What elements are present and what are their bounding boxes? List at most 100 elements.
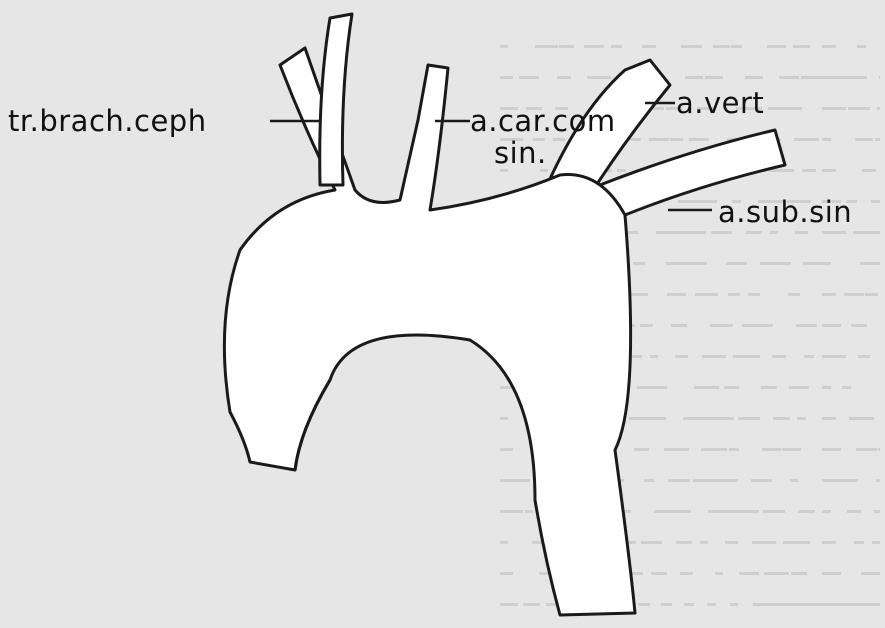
bleed-through-mark [711,231,732,234]
bleed-through-mark [661,603,672,606]
bleed-through-mark [860,262,880,265]
bleed-through-mark [847,510,861,513]
bleed-through-mark [746,231,762,234]
bleed-through-mark [770,231,778,234]
bleed-through-mark [776,603,802,606]
bleed-through-mark [845,603,868,606]
bleed-through-mark [670,138,683,141]
bleed-through-mark [705,76,723,79]
bleed-through-mark [715,572,723,575]
bleed-through-mark [791,572,807,575]
bleed-through-mark [782,262,791,265]
bleed-through-mark [763,510,785,513]
bleed-through-mark [500,572,513,575]
bleed-through-mark [525,510,533,513]
bleed-through-mark [764,572,789,575]
bleed-through-mark [862,169,876,172]
bleed-through-mark [779,76,799,79]
bleed-through-mark [856,448,877,451]
bleed-through-mark [584,45,604,48]
bleed-through-mark [842,386,851,389]
bleed-through-mark [641,541,662,544]
bleed-through-mark [844,293,864,296]
bleed-through-mark [651,572,667,575]
bleed-through-mark [681,45,702,48]
bleed-through-mark [772,355,786,358]
bleed-through-mark [728,293,740,296]
bleed-through-mark [854,541,864,544]
bleed-through-mark [557,76,571,79]
bleed-through-mark [617,169,626,172]
bleed-through-mark [877,107,880,110]
bleed-through-mark [695,293,718,296]
bleed-through-mark [742,324,761,327]
bleed-through-mark [876,479,880,482]
bleed-through-mark [519,76,539,79]
label-a-car-com-sin: sin. [494,136,547,170]
bleed-through-mark [804,355,814,358]
bleed-through-mark [875,138,880,141]
bleed-through-mark [696,200,717,203]
brachiocephalic-upper-branch [320,14,352,185]
bleed-through-mark [666,262,687,265]
bleed-through-mark [767,45,786,48]
bleed-through-mark [680,572,693,575]
label-a-car-com: a.car.com [470,104,616,138]
bleed-through-mark [748,293,760,296]
bleed-through-mark [798,510,815,513]
bleed-through-mark [500,541,508,544]
bleed-through-mark [725,541,738,544]
bleed-through-mark [675,355,688,358]
bleed-through-mark [789,386,809,389]
bleed-through-mark [783,541,810,544]
bleed-through-mark [848,107,870,110]
bleed-through-mark [523,603,540,606]
bleed-through-mark [685,76,703,79]
bleed-through-mark [858,355,870,358]
bleed-through-mark [500,76,513,79]
bleed-through-mark [822,45,836,48]
bleed-through-mark [822,603,846,606]
bleed-through-mark [713,45,730,48]
bleed-through-mark [803,262,825,265]
bleed-through-mark [689,138,709,141]
bleed-through-mark [849,417,874,420]
bleed-through-mark [726,262,747,265]
bleed-through-mark [841,76,867,79]
bleed-through-mark [667,293,686,296]
bleed-through-mark [731,45,742,48]
bleed-through-mark [762,448,781,451]
bleed-through-mark [559,45,574,48]
bleed-through-mark [630,293,648,296]
bleed-through-mark [694,386,719,389]
bleed-through-mark [878,448,880,451]
bleed-through-mark [701,448,727,451]
bleed-through-mark [822,324,841,327]
bleed-through-mark [794,138,819,141]
bleed-through-mark [686,262,707,265]
bleed-through-mark [500,417,508,420]
bleed-through-mark [668,479,690,482]
label-a-vert: a.vert [676,86,764,120]
bleed-through-mark [656,231,682,234]
bleed-through-mark [671,324,687,327]
bleed-through-mark [822,138,831,141]
bleed-through-mark [647,417,666,420]
bleed-through-mark [649,138,669,141]
bleed-through-mark [684,603,694,606]
bleed-through-mark [822,355,846,358]
bleed-through-mark [822,293,836,296]
bleed-through-mark [642,45,656,48]
bleed-through-mark [822,448,841,451]
bleed-through-mark [633,262,645,265]
bleed-through-mark [822,541,836,544]
bleed-through-mark [693,479,720,482]
bleed-through-mark [500,510,523,513]
bleed-through-mark [638,603,650,606]
bleed-through-mark [822,231,846,234]
bleed-through-mark [500,479,518,482]
bleed-through-mark [738,417,760,420]
label-tr-brach-ceph: tr.brach.ceph [8,104,207,138]
bleed-through-mark [871,200,880,203]
